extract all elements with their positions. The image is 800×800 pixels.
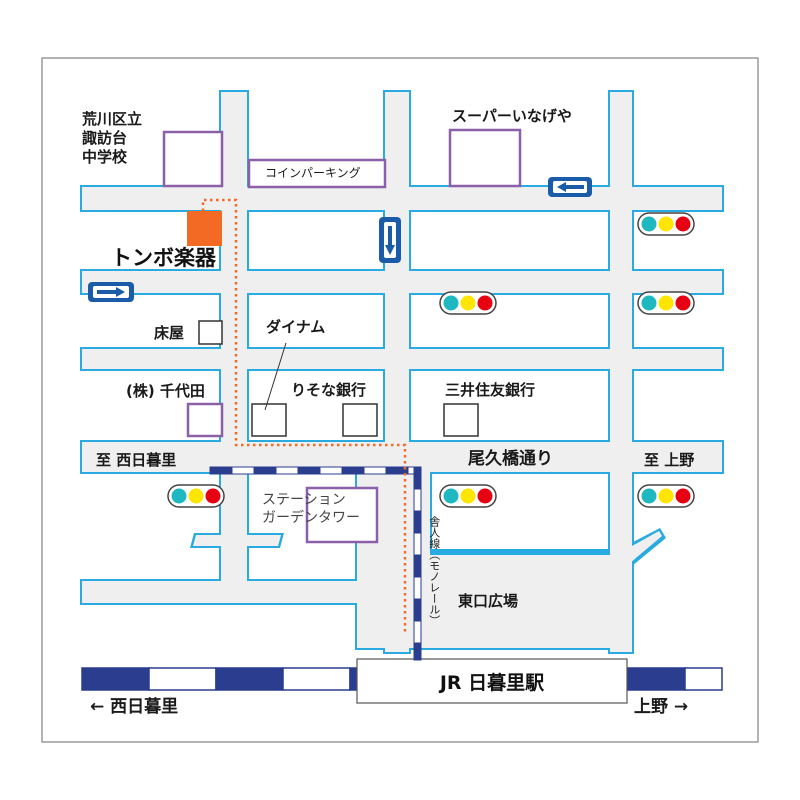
monorail-line (209, 466, 422, 661)
signal-red-lamp (675, 488, 691, 504)
oneway-arrow-down (379, 217, 401, 263)
resona-building (342, 403, 378, 437)
station-garden-building (305, 486, 379, 544)
school-line-1: 荒川区立 (82, 110, 143, 128)
signal-yellow-lamp (658, 295, 674, 311)
jr-nippori-station-label: JR 日暮里駅 (439, 671, 545, 694)
signal-green-lamp (443, 295, 459, 311)
signal-green-lamp (641, 488, 657, 504)
mitsui-building (443, 403, 479, 437)
signal-green-lamp (171, 488, 187, 504)
signal-red-lamp (675, 216, 691, 232)
traffic-signal (637, 291, 695, 315)
east-plaza-label: 東口広場 (458, 592, 519, 610)
supermarket-building (448, 128, 522, 188)
coin-parking-building (247, 158, 387, 189)
traffic-signal (439, 484, 497, 508)
ogubashi-road-label: 尾久橋通り (468, 449, 553, 469)
school-building (162, 130, 224, 188)
dynamic-pointer-line (264, 342, 287, 411)
oneway-arrow-left (548, 177, 592, 197)
chiyoda-building (186, 402, 224, 438)
monorail-label: 舎人線（モノレール） (427, 516, 441, 626)
store-marker (187, 211, 222, 246)
traffic-signal (167, 484, 225, 508)
station-building (356, 658, 628, 704)
to-nishinippori-label: 至 西日暮里 (96, 451, 177, 469)
signal-yellow-lamp (658, 216, 674, 232)
signal-green-lamp (443, 488, 459, 504)
dynamic-building (251, 403, 287, 437)
school-line-3: 中学校 (82, 147, 128, 166)
traffic-signal (637, 484, 695, 508)
signal-yellow-lamp (658, 488, 674, 504)
barber-building (198, 320, 223, 345)
traffic-signal (637, 212, 695, 236)
school-line-2: 諏訪台 (82, 128, 128, 147)
oneway-arrow-right (88, 282, 134, 302)
signal-red-lamp (675, 295, 691, 311)
signal-red-lamp (477, 295, 493, 311)
traffic-signal (439, 291, 497, 315)
west-direction-label: ← 西日暮里 (90, 697, 179, 717)
signal-yellow-lamp (460, 295, 476, 311)
mitsui-label: 三井住友銀行 (445, 381, 536, 399)
east-direction-label: 上野 → (634, 697, 689, 717)
traffic-signals (167, 212, 695, 508)
signal-yellow-lamp (188, 488, 204, 504)
station-garden-label: ステーション ガーデンタワー (262, 492, 360, 526)
dynamic-label: ダイナム (266, 318, 326, 336)
signal-red-lamp (205, 488, 221, 504)
store-name: トンボ楽器 (111, 246, 216, 270)
school-label: 荒川区立 諏訪台 中学校 (82, 110, 142, 166)
signal-green-lamp (641, 295, 657, 311)
chiyoda-label: (株) 千代田 (126, 382, 205, 400)
supermarket-label: スーパーいなげや (452, 107, 572, 125)
to-ueno-label: 至 上野 (644, 451, 695, 469)
coin-parking-label: コインパーキング (265, 166, 361, 180)
signal-yellow-lamp (460, 488, 476, 504)
signal-green-lamp (641, 216, 657, 232)
signal-red-lamp (477, 488, 493, 504)
resona-label: りそな銀行 (291, 381, 367, 399)
barber-label: 床屋 (154, 324, 185, 342)
